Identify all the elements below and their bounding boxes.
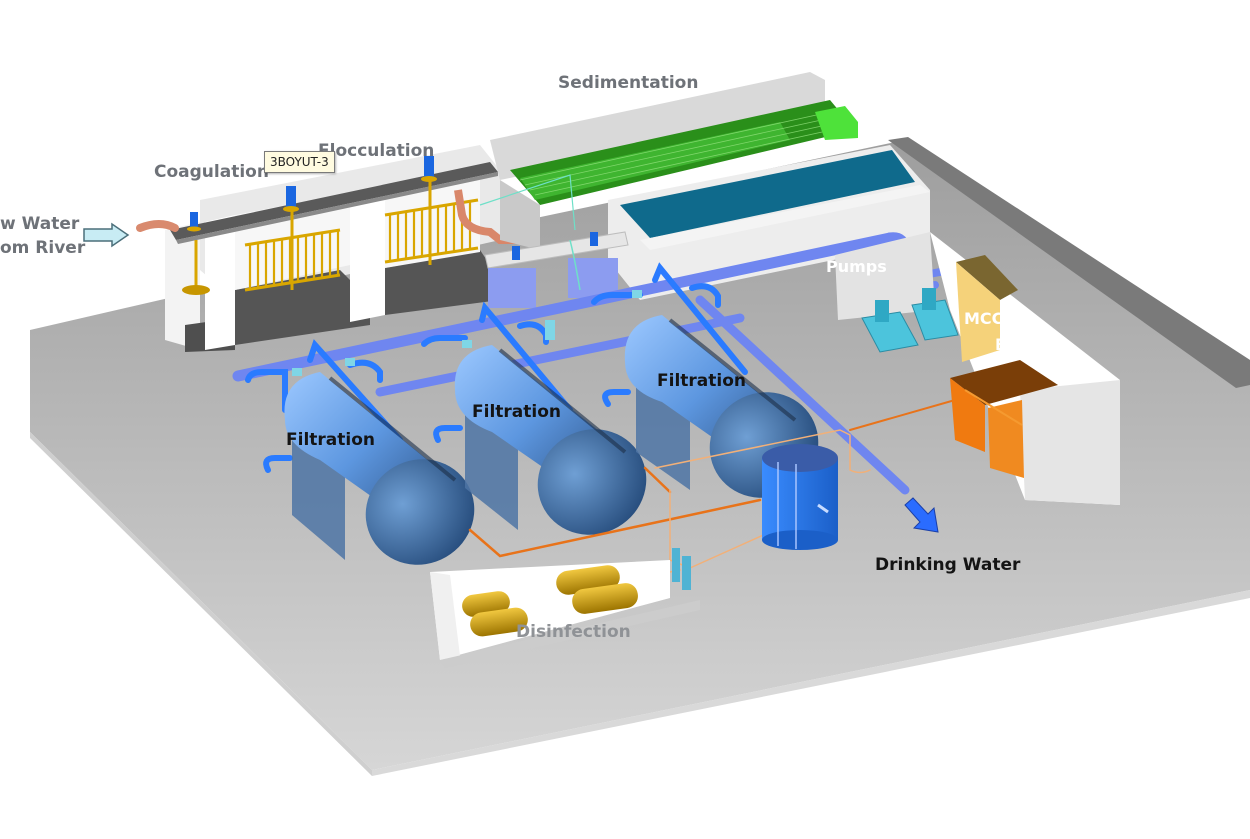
mcc-panel: [956, 255, 1018, 362]
copper-transfer-pipe: [454, 189, 530, 244]
raw-water-arrow-icon: [83, 222, 130, 248]
hover-tooltip: 3BOYUT-3: [264, 151, 335, 173]
filter-valves: [292, 290, 642, 376]
mcc-label: MCC: [964, 309, 1004, 328]
mixer-motors: [187, 156, 437, 232]
filtration-label-3: Filtration: [657, 371, 746, 391]
raw-water-label-line1: w Water: [0, 214, 80, 234]
drinking-water-arrow-icon: [904, 497, 939, 533]
coagulation-label: Coagulation: [154, 162, 269, 182]
sedimentation-label: Sedimentation: [558, 73, 699, 93]
raw-water-inlet-pipe: [136, 220, 179, 232]
pumps: [861, 288, 959, 353]
filtration-tank-1: [284, 372, 475, 565]
filter-inlet-pipes: [245, 262, 748, 473]
disinfection-label: Disinfection: [516, 622, 631, 642]
chlorinator-units: [672, 548, 691, 590]
flocculation-label: Flocculation: [318, 141, 435, 161]
filtration-label-1: Filtration: [286, 430, 375, 450]
treated-water-reservoir: [762, 444, 838, 550]
sedimentation-basin: [490, 72, 858, 250]
drinking-water-label: Drinking Water: [875, 555, 1021, 575]
pumps-label: Pumps: [826, 257, 887, 276]
flocculator-paddles: [194, 180, 479, 292]
blower-units: [950, 360, 1058, 478]
flash-mix-chamber: [479, 174, 629, 308]
perimeter-wall: [888, 137, 1250, 388]
rapid-mixer-impeller: [182, 285, 210, 295]
chlorine-cylinders: [462, 565, 638, 637]
clearwell-tank: [608, 145, 930, 300]
channel-beam: [170, 162, 498, 240]
blower-label: Blo: [995, 335, 1024, 354]
filtration-label-2: Filtration: [472, 402, 561, 422]
filtration-tank-2: [454, 345, 647, 535]
raw-water-label-line2: om River: [0, 238, 86, 258]
